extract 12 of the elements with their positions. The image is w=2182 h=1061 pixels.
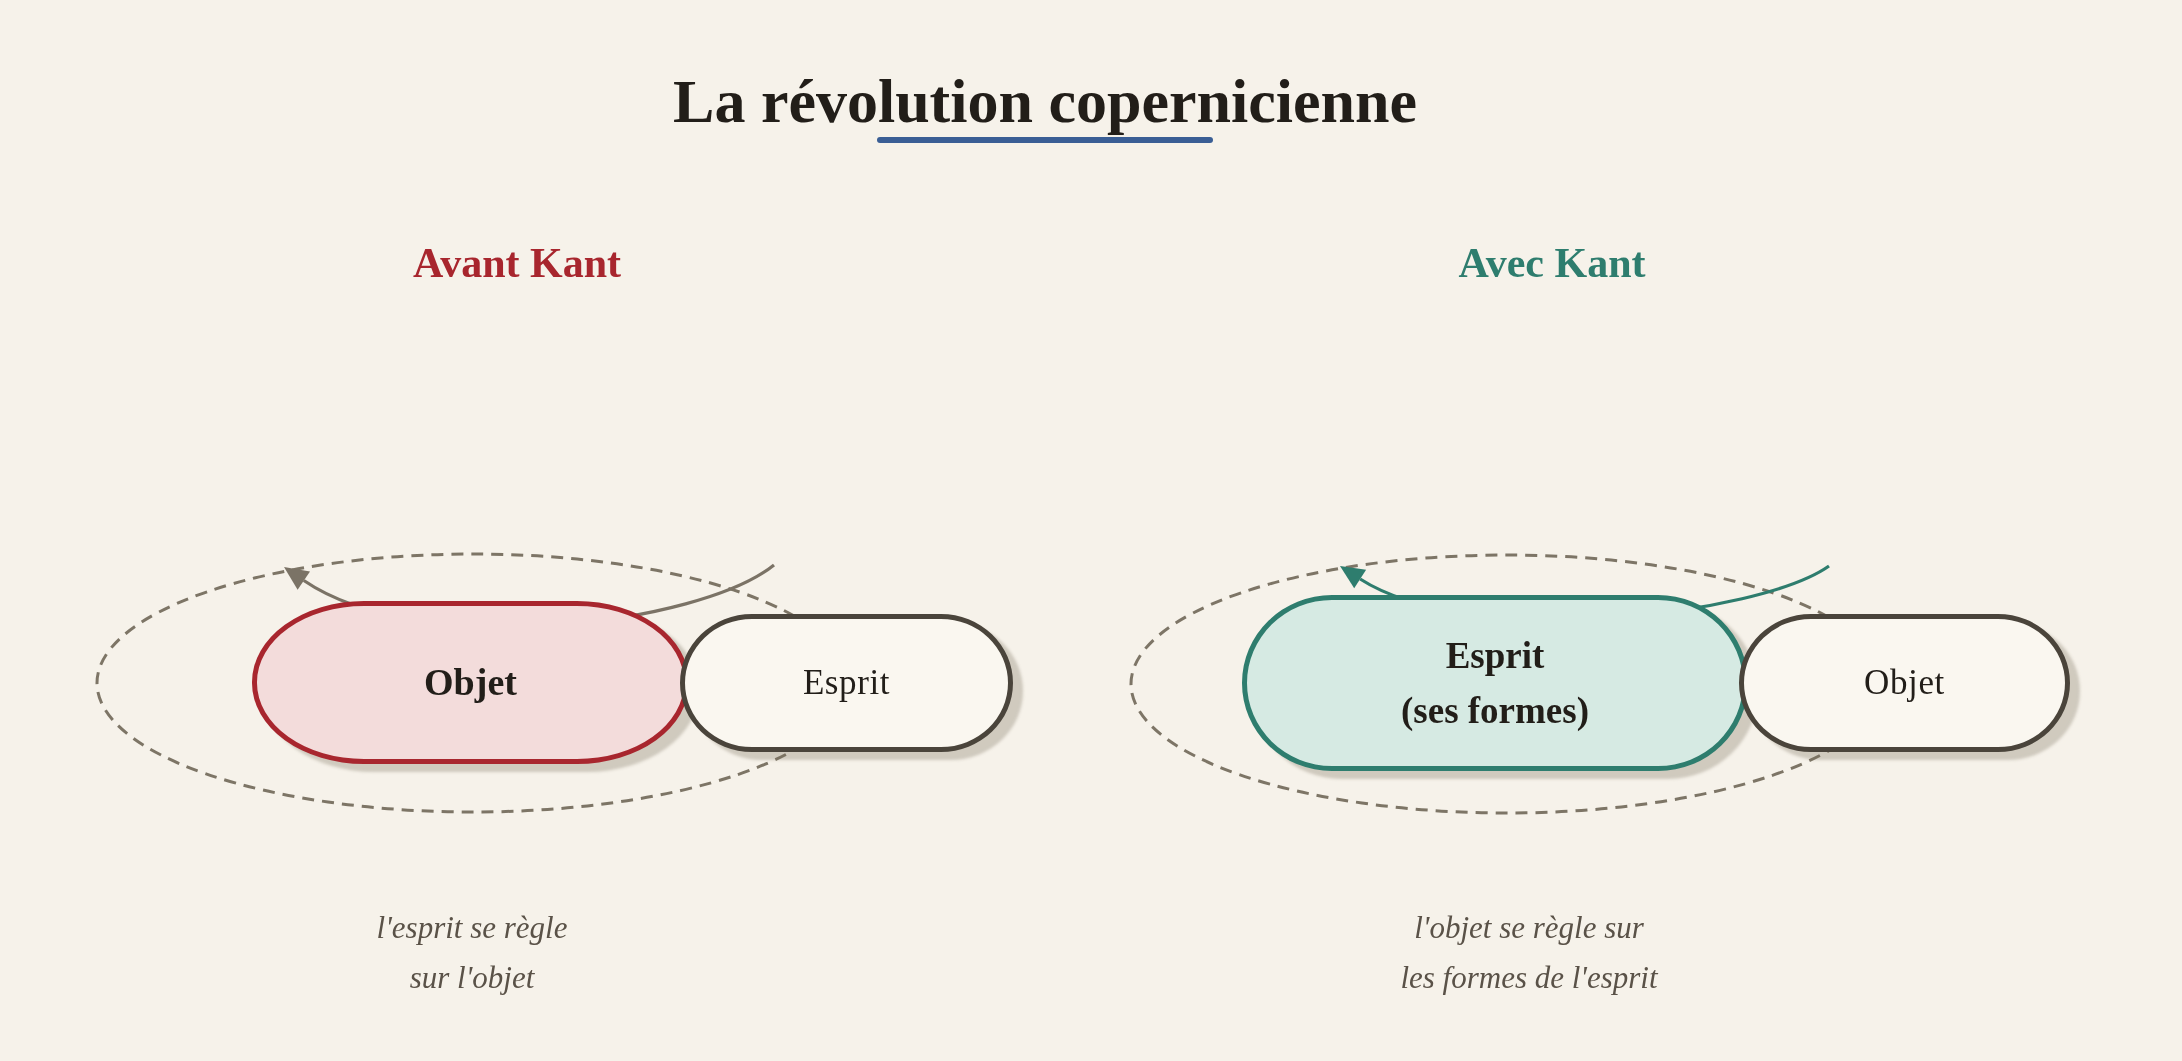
caption: l'esprit se règle sur l'objet — [375, 909, 569, 997]
box-label: Objet — [1864, 661, 1945, 704]
caption: l'objet se règle sur les formes de l'esprit — [1399, 909, 1659, 997]
box-label: Esprit — [1445, 633, 1545, 678]
box-label: Esprit — [802, 661, 891, 704]
title: La révolution copernicienne — [673, 66, 1417, 137]
rounded-box — [1739, 614, 2070, 752]
section-heading: Avec Kant — [1458, 239, 1646, 288]
rounded-box — [680, 614, 1013, 752]
section-heading: Avant Kant — [412, 239, 622, 288]
box-label: Objet — [424, 660, 517, 705]
box-label: (ses formes) — [1401, 689, 1589, 733]
